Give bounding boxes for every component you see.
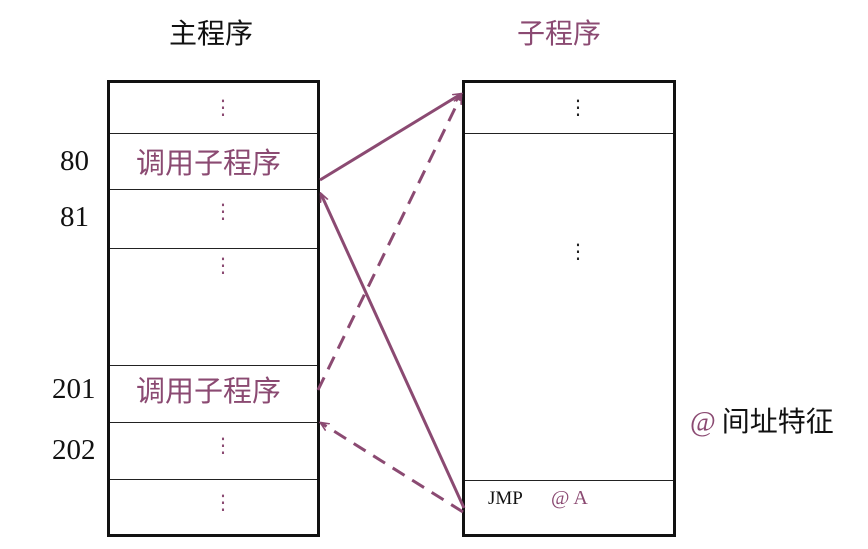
ellipsis-202: ⋮	[213, 433, 233, 457]
jmp-operand: @ A	[551, 487, 588, 509]
subprogram-box: ⋮ ⋮ JMP @ A	[462, 80, 676, 537]
address-201: 201	[52, 373, 96, 405]
note-text: 间址特征	[721, 405, 834, 438]
row-divider	[110, 422, 317, 423]
main-program-box: ⋮ 调用子程序 ⋮ ⋮ 调用子程序 ⋮ ⋮	[107, 80, 320, 537]
subprogram-title: 子程序	[517, 17, 602, 50]
return-arrow-81	[319, 194, 466, 509]
jmp-instruction: JMP	[488, 488, 523, 509]
indirect-address-note: @间址特征	[690, 408, 834, 437]
address-202: 202	[52, 434, 96, 466]
return-arrow-202	[321, 423, 464, 514]
row-divider	[110, 365, 317, 366]
address-80: 80	[60, 145, 89, 177]
row-divider	[465, 133, 673, 134]
ellipsis-bottom: ⋮	[213, 490, 233, 514]
row-divider	[110, 248, 317, 249]
ellipsis-sub-top: ⋮	[568, 95, 588, 119]
call-subprogram-label-201: 调用子程序	[136, 374, 282, 408]
row-divider	[465, 480, 673, 481]
ellipsis-81: ⋮	[213, 199, 233, 223]
call-subprogram-label-80: 调用子程序	[136, 146, 282, 180]
address-81: 81	[60, 201, 89, 233]
call-arrow-201	[316, 96, 463, 391]
ellipsis-sub-middle: ⋮	[568, 239, 588, 263]
ellipsis-middle: ⋮	[213, 253, 233, 277]
row-divider	[110, 133, 317, 134]
at-symbol: @	[690, 407, 716, 438]
call-arrow-80	[319, 94, 461, 182]
ellipsis-top: ⋮	[213, 95, 233, 119]
row-divider	[110, 189, 317, 190]
main-program-title: 主程序	[169, 17, 254, 50]
row-divider	[110, 479, 317, 480]
